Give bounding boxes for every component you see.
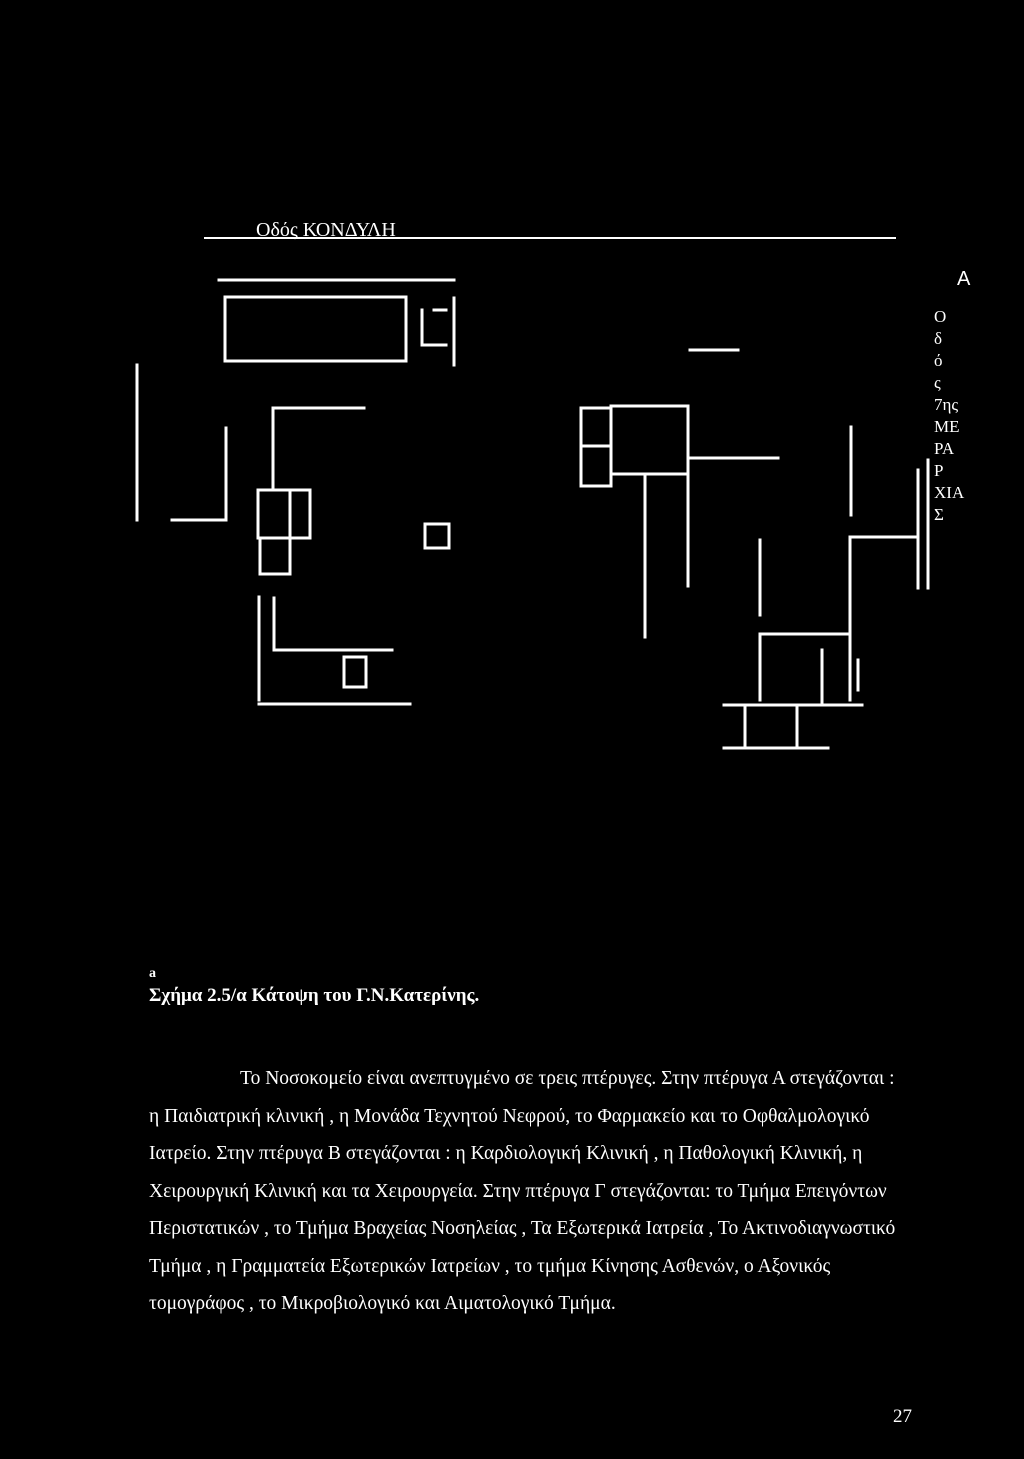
floor-plan bbox=[135, 237, 930, 750]
figure-mark: a bbox=[149, 966, 156, 981]
street-label: Οδός ΚΟΝΔΥΛΗ bbox=[256, 219, 396, 241]
room bbox=[258, 536, 292, 576]
room bbox=[223, 295, 408, 363]
body-text: Το Νοσοκομείο είναι ανεπτυγμένο σε τρεις… bbox=[149, 1060, 909, 1323]
room bbox=[342, 655, 368, 689]
room bbox=[423, 522, 451, 550]
paragraph: Το Νοσοκομείο είναι ανεπτυγμένο σε τρεις… bbox=[149, 1068, 896, 1314]
page-number: 27 bbox=[893, 1406, 912, 1427]
wing-label: Α bbox=[957, 268, 971, 290]
room bbox=[609, 404, 690, 476]
room bbox=[256, 488, 312, 540]
room bbox=[579, 444, 613, 488]
figure-caption: Σχήμα 2.5/α Κάτοψη του Γ.Ν.Κατερίνης. bbox=[149, 985, 480, 1006]
room bbox=[579, 406, 613, 448]
side-street-label: Ο δ ό ς 7ης ΜΕ ΡΑ Ρ ΧΙΑ Σ bbox=[934, 307, 965, 524]
